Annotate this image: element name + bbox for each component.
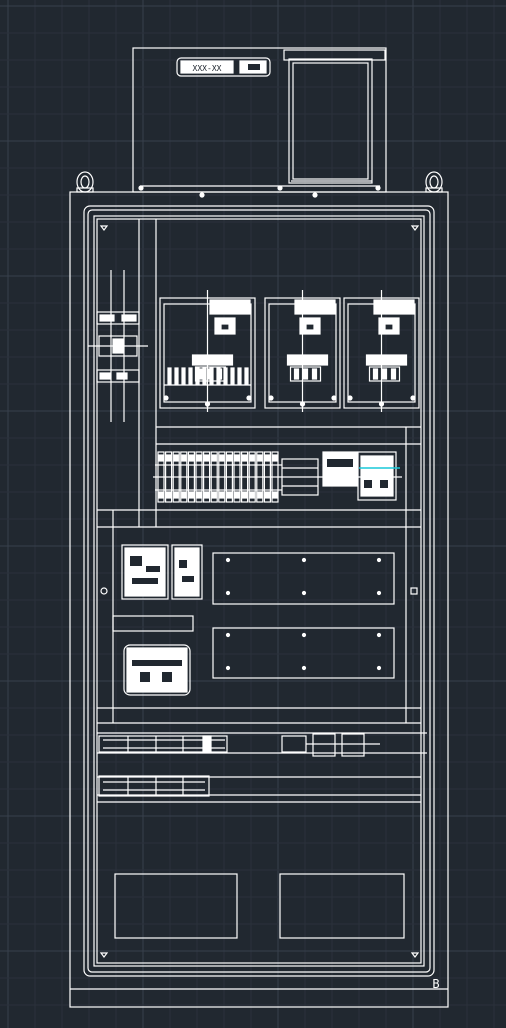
terminal-screw (272, 454, 278, 462)
nameplate-text: XXX-XX (193, 64, 222, 73)
terminal-screw (158, 454, 164, 462)
terminal-screw (173, 454, 179, 462)
cutout-panel-upper (212, 552, 395, 605)
terminal-screw (204, 491, 210, 499)
terminal-screw (158, 491, 164, 499)
terminal-block (210, 451, 218, 503)
terminal-screw (166, 454, 172, 462)
terminal-block (248, 451, 256, 503)
terminal-screw (226, 454, 232, 462)
terminal-screw (204, 454, 210, 462)
cabinet-body (69, 191, 449, 1008)
terminal-block (195, 451, 203, 503)
terminal-block (203, 451, 211, 503)
terminal-screw (234, 454, 240, 462)
terminal-screw (272, 491, 278, 499)
terminal-block (165, 451, 173, 503)
terminal-block (241, 451, 249, 503)
terminal-strip-lower (98, 775, 210, 797)
terminal-screw (257, 454, 263, 462)
terminal-block (218, 451, 226, 503)
terminal-screw (226, 491, 232, 499)
breaker-row (159, 290, 420, 412)
door-corner-hinges (99, 225, 420, 958)
terminal-screw (211, 454, 217, 462)
corner-mark-label: B (432, 977, 439, 991)
terminal-screw (219, 491, 225, 499)
terminal-screw (219, 454, 225, 462)
terminal-screw (242, 454, 248, 462)
terminal-screw (196, 454, 202, 462)
terminal-screw (181, 454, 187, 462)
terminal-block (187, 451, 195, 503)
terminal-block (172, 451, 180, 503)
terminal-screw (188, 491, 194, 499)
gland-opening-left (114, 873, 238, 939)
circuit-breaker (343, 290, 420, 412)
terminal-screw (173, 491, 179, 499)
terminal-screw (181, 491, 187, 499)
terminal-block (271, 451, 279, 503)
terminal-block (256, 451, 264, 503)
terminal-screw (242, 491, 248, 499)
terminal-screw (166, 491, 172, 499)
terminal-screw (196, 491, 202, 499)
terminal-screw (264, 491, 270, 499)
din-rail (153, 451, 402, 503)
terminal-block (263, 451, 271, 503)
roof-door (283, 49, 386, 184)
terminal-screw (188, 454, 194, 462)
terminal-screw (264, 454, 270, 462)
cutout-panel-lower (212, 627, 395, 679)
gland-opening-right (279, 873, 405, 939)
terminal-screw (249, 491, 255, 499)
terminal-screw (249, 454, 255, 462)
terminal-block (225, 451, 233, 503)
terminal-blocks (155, 451, 282, 503)
relay-group (121, 544, 203, 600)
circuit-breaker (159, 290, 256, 412)
terminal-screw (234, 491, 240, 499)
terminal-strip-upper (98, 733, 380, 757)
isolator-switch (88, 270, 148, 422)
terminal-screw (211, 491, 217, 499)
circuit-breaker (264, 290, 341, 412)
terminal-block (157, 451, 165, 503)
contactor (123, 644, 191, 696)
terminal-screw (257, 491, 263, 499)
nameplate: XXX-XX (176, 57, 271, 77)
terminal-block (180, 451, 188, 503)
cable-duct (112, 615, 194, 632)
terminal-block (233, 451, 241, 503)
